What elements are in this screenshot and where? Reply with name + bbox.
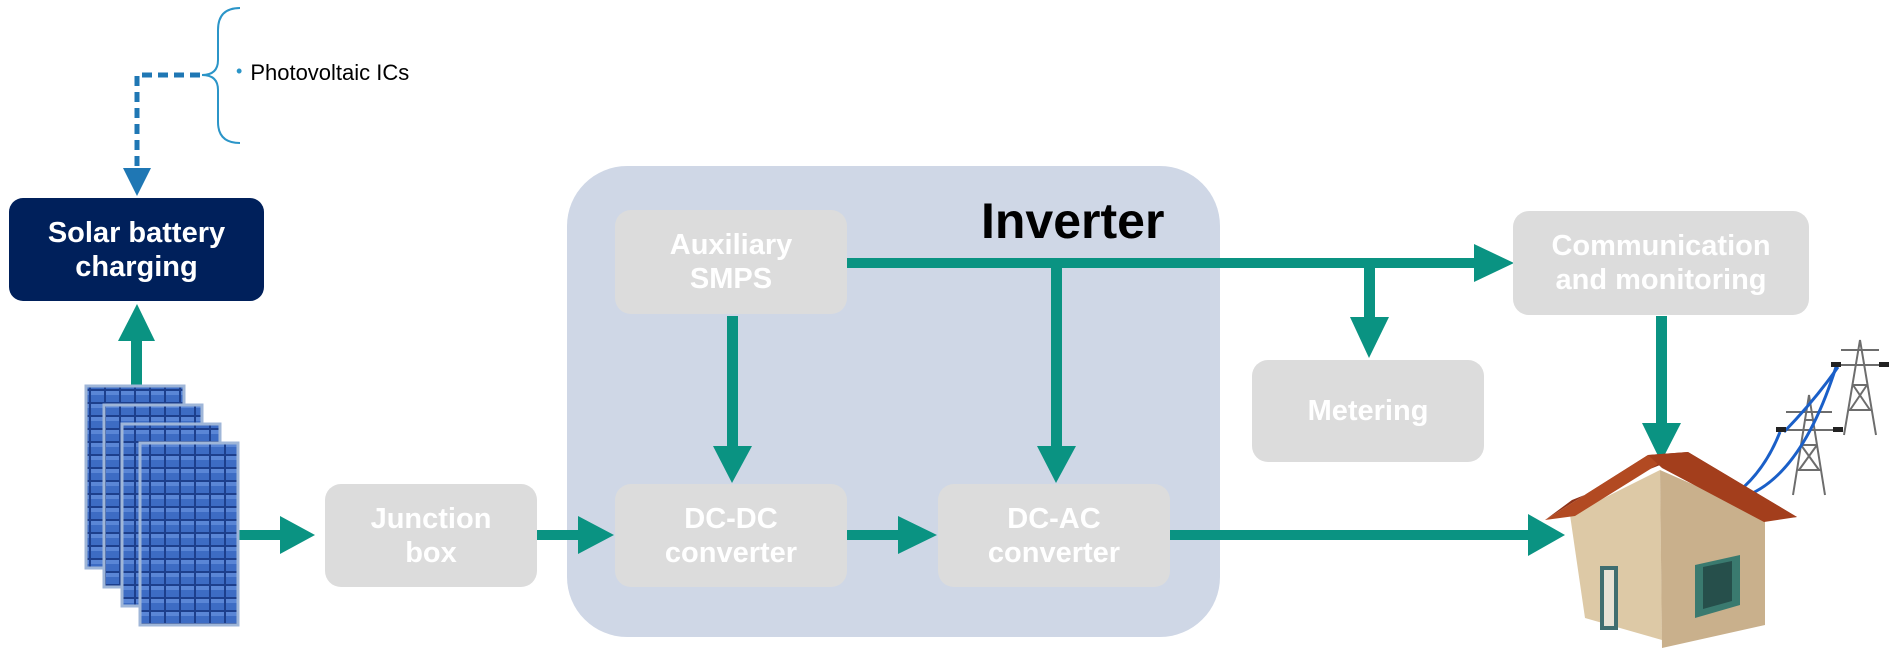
arrowhead-panels-to-charger bbox=[118, 304, 155, 341]
inverter-title: Inverter bbox=[981, 193, 1165, 249]
arrow-dcac-to-house bbox=[1170, 530, 1534, 540]
arrow-communication-to-house bbox=[1656, 316, 1667, 426]
solar-panels-icon bbox=[84, 384, 240, 627]
arrow-smps-bus bbox=[847, 258, 1479, 268]
arrowhead-dcac-to-house bbox=[1528, 514, 1565, 556]
arrowhead-panels-to-junction bbox=[280, 516, 315, 554]
callout-bullet: • bbox=[236, 61, 243, 81]
dashed-arrowhead bbox=[123, 168, 151, 196]
arrowhead-dcdc-to-dcac bbox=[898, 516, 937, 554]
arrow-panels-to-junction bbox=[238, 530, 282, 540]
arrowhead-communication-to-house bbox=[1642, 423, 1681, 462]
house-icon bbox=[1545, 452, 1797, 648]
callout-label: Photovoltaic ICs bbox=[250, 60, 410, 85]
arrowhead-bus-to-communication bbox=[1474, 244, 1514, 282]
dashed-connector bbox=[134, 72, 200, 168]
arrowhead-smps-to-dcdc bbox=[713, 446, 752, 483]
junction-box[interactable]: Junction box bbox=[325, 484, 537, 587]
dc-dc-converter-box[interactable]: DC-DC converter bbox=[615, 484, 847, 587]
tower-insulators bbox=[1776, 362, 1889, 432]
solar-battery-charging-box[interactable]: Solar battery charging bbox=[9, 198, 264, 301]
arrow-bus-to-dcac bbox=[1051, 263, 1062, 448]
auxiliary-smps-box[interactable]: Auxiliary SMPS bbox=[615, 210, 847, 314]
arrowhead-bus-to-dcac bbox=[1037, 446, 1076, 483]
arrowhead-junction-to-dcdc bbox=[578, 516, 614, 554]
arrow-bus-to-metering bbox=[1364, 263, 1375, 319]
arrow-dcdc-to-dcac bbox=[847, 530, 903, 540]
arrowhead-bus-to-metering bbox=[1350, 317, 1389, 358]
arrow-panels-to-charger bbox=[131, 340, 142, 387]
arrow-smps-to-dcdc bbox=[727, 316, 738, 448]
communication-monitoring-box[interactable]: Communication and monitoring bbox=[1513, 211, 1809, 315]
metering-box[interactable]: Metering bbox=[1252, 360, 1484, 462]
arrow-junction-to-dcdc bbox=[537, 530, 582, 540]
dc-ac-converter-box[interactable]: DC-AC converter bbox=[938, 484, 1170, 587]
photovoltaic-ics-callout: • Photovoltaic ICs bbox=[236, 60, 409, 86]
callout-brace bbox=[201, 7, 241, 144]
